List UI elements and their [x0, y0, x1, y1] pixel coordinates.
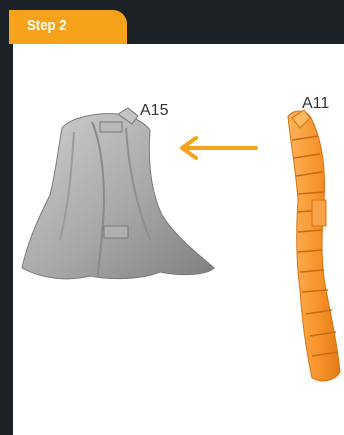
assembly-arrow [182, 138, 256, 158]
part-a11-limb [288, 110, 340, 381]
part-a15-cloak [22, 108, 214, 279]
part-label-a11: A11 [302, 95, 329, 113]
part-label-a15: A15 [140, 102, 168, 120]
